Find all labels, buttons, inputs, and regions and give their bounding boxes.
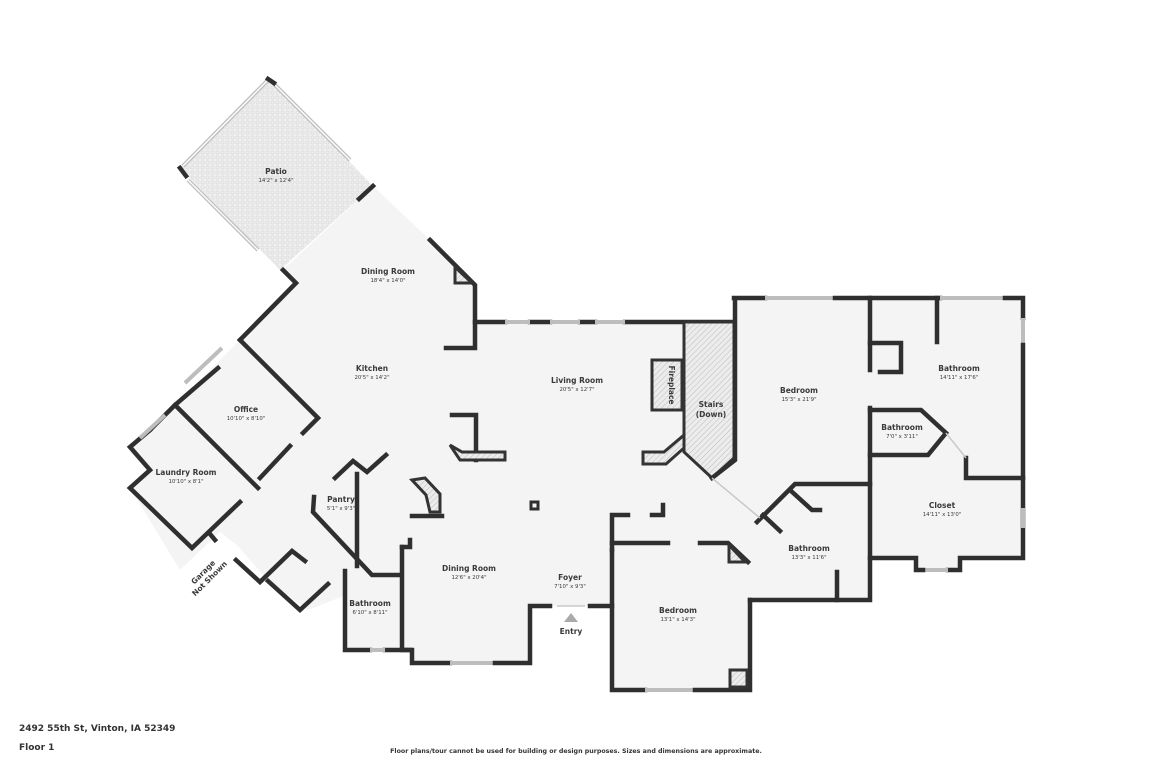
entry-label: Entry: [560, 627, 583, 636]
fireplace-label: Fireplace: [667, 365, 676, 404]
room-dims-bedroom-1: 13'1" x 14'3": [660, 617, 695, 623]
room-name-pantry: Pantry: [327, 495, 355, 504]
room-name-bedroom-1: Bedroom: [659, 606, 697, 615]
room-name-kitchen: Kitchen: [356, 364, 388, 373]
room-name-bathroom-mid: Bathroom: [788, 544, 830, 553]
room-dims-closet: 14'11" x 13'0": [923, 512, 962, 518]
room-name-bathroom-lower: Bathroom: [349, 599, 391, 608]
room-dims-pantry: 5'1" x 9'3": [327, 506, 355, 512]
house-floor: [130, 186, 1023, 690]
room-name-living: Living Room: [551, 376, 603, 385]
room-dims-bathroom-small: 7'0" x 3'11": [886, 434, 918, 440]
room-name-laundry: Laundry Room: [156, 468, 217, 477]
room-dims-bathroom-mid: 13'3" x 11'6": [791, 555, 826, 561]
room-dims-dining-lower: 12'6" x 20'4": [451, 575, 486, 581]
room-name-dining-lower: Dining Room: [442, 564, 496, 573]
room-name-patio: Patio: [265, 167, 287, 176]
room-dims-office: 10'10" x 8'10": [227, 416, 266, 422]
room-dims-bedroom-2: 15'3" x 21'9": [781, 397, 816, 403]
room-labels: Patio 14'2" x 12'4" Dining Room 18'4" x …: [156, 167, 980, 636]
property-address: 2492 55th St, Vinton, IA 52349: [19, 724, 176, 734]
room-dims-kitchen: 20'5" x 14'2": [354, 375, 389, 381]
disclaimer: Floor plans/tour cannot be used for buil…: [390, 748, 762, 755]
room-dims-bathroom-lower: 6'10" x 8'11": [352, 610, 387, 616]
room-dims-living: 20'5" x 12'7": [559, 387, 594, 393]
room-name-bathroom-master: Bathroom: [938, 364, 980, 373]
room-dims-laundry: 10'10" x 8'1": [168, 479, 203, 485]
stairs-label-2: (Down): [696, 410, 727, 419]
room-name-closet: Closet: [929, 501, 956, 510]
patio: [176, 75, 373, 270]
walls: [126, 182, 1026, 693]
room-name-office: Office: [234, 405, 258, 414]
room-name-foyer: Foyer: [558, 573, 582, 582]
room-dims-dining-upper: 18'4" x 14'0": [370, 278, 405, 284]
entry-arrow-icon: [564, 613, 578, 622]
room-dims-patio: 14'2" x 12'4": [258, 178, 293, 184]
room-name-bathroom-small: Bathroom: [881, 423, 923, 432]
room-name-bedroom-2: Bedroom: [780, 386, 818, 395]
room-dims-foyer: 7'10" x 9'3": [554, 584, 586, 590]
room-name-dining-upper: Dining Room: [361, 267, 415, 276]
stairs-label: Stairs: [699, 400, 724, 409]
room-dims-bathroom-master: 14'11" x 17'6": [940, 375, 979, 381]
floor-label: Floor 1: [19, 743, 55, 753]
